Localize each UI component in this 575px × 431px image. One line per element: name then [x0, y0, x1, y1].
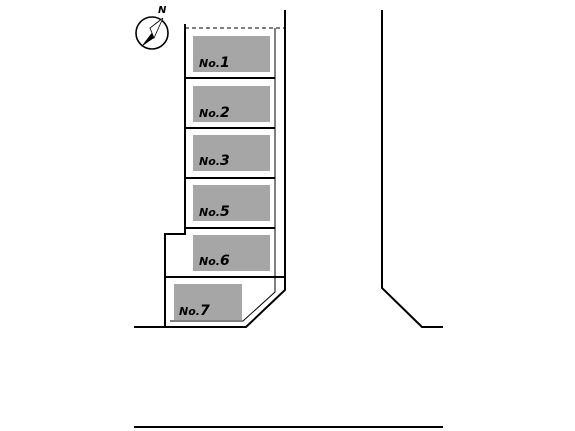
lot-5[interactable]: No.5 [193, 185, 270, 221]
lot-6[interactable]: No.6 [193, 235, 270, 271]
lot-3-box [193, 135, 270, 171]
lot-5-box [193, 185, 270, 221]
site-boundary [164, 10, 286, 328]
compass-needle-light [149, 17, 164, 40]
road-east-edge [381, 10, 443, 328]
lot-3[interactable]: No.3 [193, 135, 270, 171]
lot-3-label: No.3 [199, 153, 230, 169]
lot-2-label: No.2 [199, 105, 230, 121]
driveway-line [170, 28, 276, 322]
lot-7[interactable]: No.7 [174, 284, 242, 320]
lot-2-box [193, 86, 270, 122]
lot-6-label: No.6 [199, 253, 230, 269]
north-arrow-icon: N [135, 5, 169, 50]
lot-1-label: No.1 [199, 55, 230, 71]
roads [134, 10, 443, 428]
lot-1-box [193, 36, 270, 72]
lot-7-box [174, 284, 242, 320]
lot-7-label: No.7 [179, 303, 210, 319]
boundary-outline [164, 10, 286, 328]
lot-5-label: No.5 [199, 204, 230, 220]
lot-1[interactable]: No.1 [193, 36, 270, 72]
compass-north-label: N [158, 5, 167, 16]
lot-2[interactable]: No.2 [193, 86, 270, 122]
lot-6-box [193, 235, 270, 271]
